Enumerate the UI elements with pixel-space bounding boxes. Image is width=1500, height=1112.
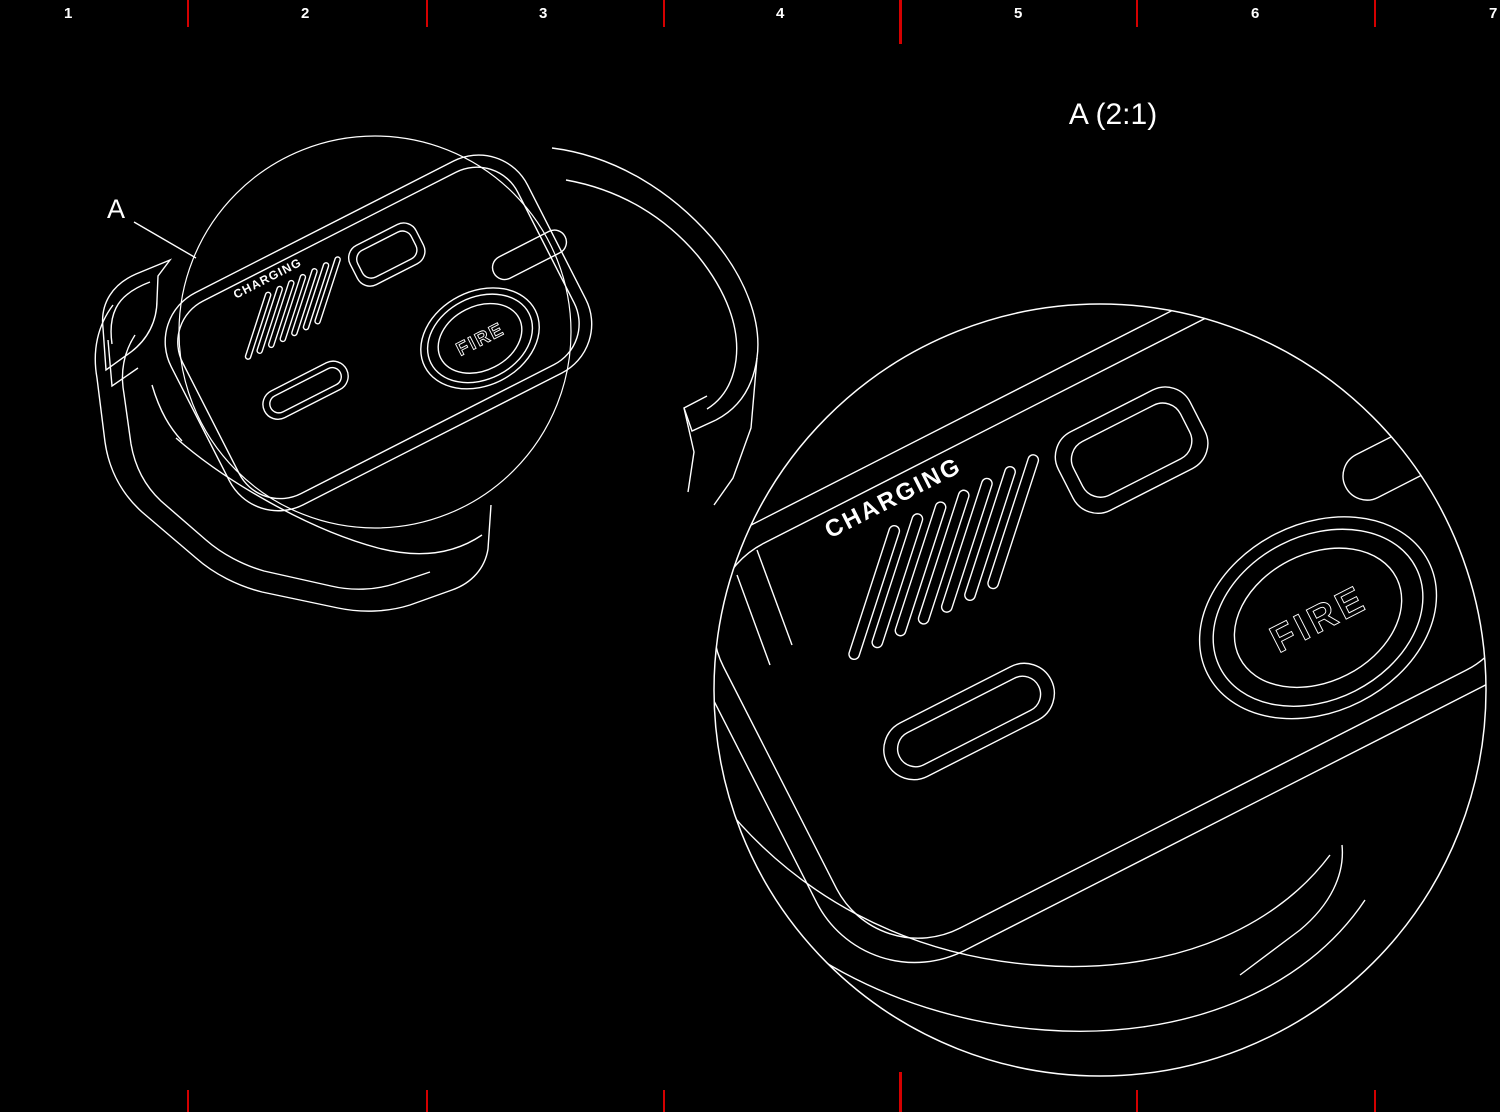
detail-view-content <box>690 304 1486 1031</box>
device-top-face-zoomed <box>714 304 1486 1002</box>
belt-clip-end <box>684 396 716 431</box>
isometric-view: A <box>95 130 758 612</box>
detail-boundary-circle <box>179 136 571 528</box>
detail-view-title: A (2:1) <box>1069 98 1157 131</box>
base-corner-chamfer <box>1240 845 1342 975</box>
mount-hook-inner <box>111 282 150 344</box>
base-plate-outer <box>95 305 491 611</box>
base-plate-inner <box>720 800 1330 967</box>
mount-hook-lower <box>108 340 138 386</box>
belt-clip-lower <box>714 358 757 505</box>
wall-edge <box>757 550 792 645</box>
detail-label: A <box>107 194 125 224</box>
wall-edge <box>176 438 482 554</box>
base-plate-outer <box>690 840 1365 1031</box>
detail-leader-line <box>134 222 196 258</box>
belt-clip-outer <box>552 148 758 420</box>
belt-clip-lower-edge <box>684 408 694 492</box>
detail-view <box>650 204 1500 1076</box>
base-plate-inner <box>122 335 430 589</box>
wall-edge <box>737 575 770 665</box>
detail-view-boundary <box>714 304 1486 1076</box>
wall-edge <box>152 385 182 441</box>
belt-clip-inner <box>566 180 737 409</box>
mount-hook <box>103 260 170 370</box>
